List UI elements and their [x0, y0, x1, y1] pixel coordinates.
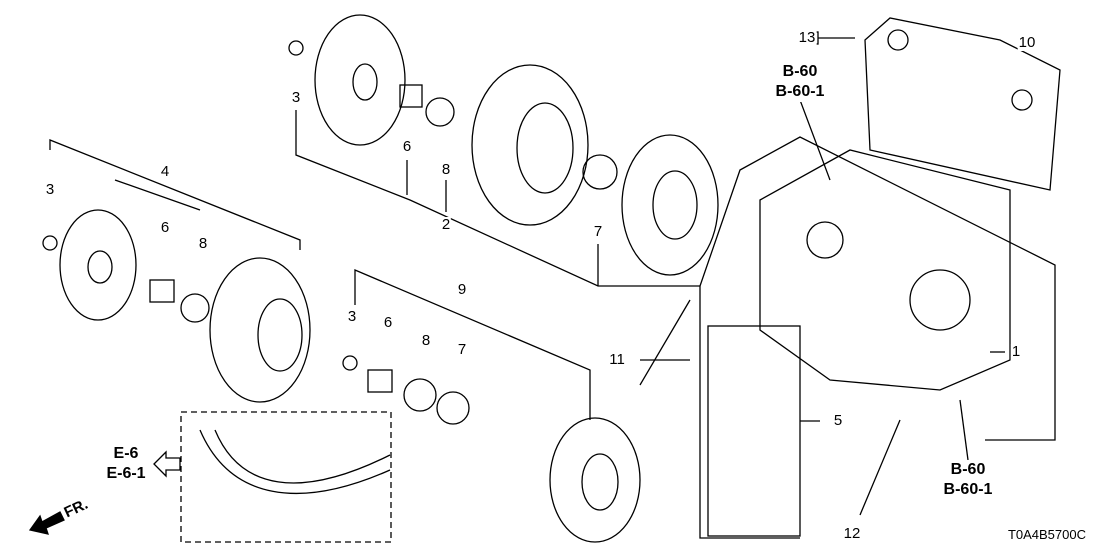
field-coil-top [621, 134, 719, 276]
clutch-plate-top [314, 14, 406, 146]
belt-inset [180, 411, 392, 543]
snap-rings [180, 97, 618, 425]
diagram-code: T0A4B5700C [1007, 527, 1086, 542]
clutch-plate-left [59, 209, 137, 321]
callout-7: 7 [456, 341, 468, 358]
callout-3: 3 [346, 308, 358, 325]
reference-b60-bottom[interactable]: B-60 B-60-1 [943, 460, 993, 500]
callout-6: 6 [382, 314, 394, 331]
reference-line1: B-60 [782, 63, 818, 80]
reference-line2: E-6-1 [106, 465, 146, 482]
callout-4: 4 [159, 163, 171, 180]
callout-3: 3 [44, 181, 56, 198]
callout-12: 12 [842, 525, 862, 542]
reference-line2: B-60-1 [943, 481, 993, 498]
callout-6: 6 [159, 219, 171, 236]
callout-3: 3 [290, 89, 302, 106]
pulley-top [471, 64, 589, 226]
leader-lines [49, 99, 1056, 539]
reference-b60-top[interactable]: B-60 B-60-1 [775, 62, 825, 102]
callout-7: 7 [592, 223, 604, 240]
callout-11: 11 [608, 351, 626, 368]
harness-box [707, 325, 801, 537]
callout-8: 8 [197, 235, 209, 252]
compressor-body [759, 149, 1011, 391]
callout-9: 9 [456, 281, 468, 298]
arrow-left-icon [153, 450, 181, 478]
front-direction-arrow-icon [28, 511, 65, 535]
callout-10: 10 [1017, 34, 1037, 51]
reference-line1: B-60 [950, 461, 986, 478]
callout-8: 8 [440, 161, 452, 178]
pulley-left [209, 257, 311, 403]
callout-13: 13 [797, 29, 817, 46]
nuts-and-washers [42, 40, 423, 393]
field-coil-bottom [549, 417, 641, 543]
callout-8: 8 [420, 332, 432, 349]
reference-line2: B-60-1 [775, 83, 825, 100]
callout-2: 2 [440, 216, 452, 233]
callout-1: 1 [1010, 343, 1022, 360]
reference-line1: E-6 [113, 445, 139, 462]
reference-e6[interactable]: E-6 E-6-1 [106, 444, 146, 484]
callout-5: 5 [832, 412, 844, 429]
bracket [864, 17, 1061, 191]
callout-6: 6 [401, 138, 413, 155]
